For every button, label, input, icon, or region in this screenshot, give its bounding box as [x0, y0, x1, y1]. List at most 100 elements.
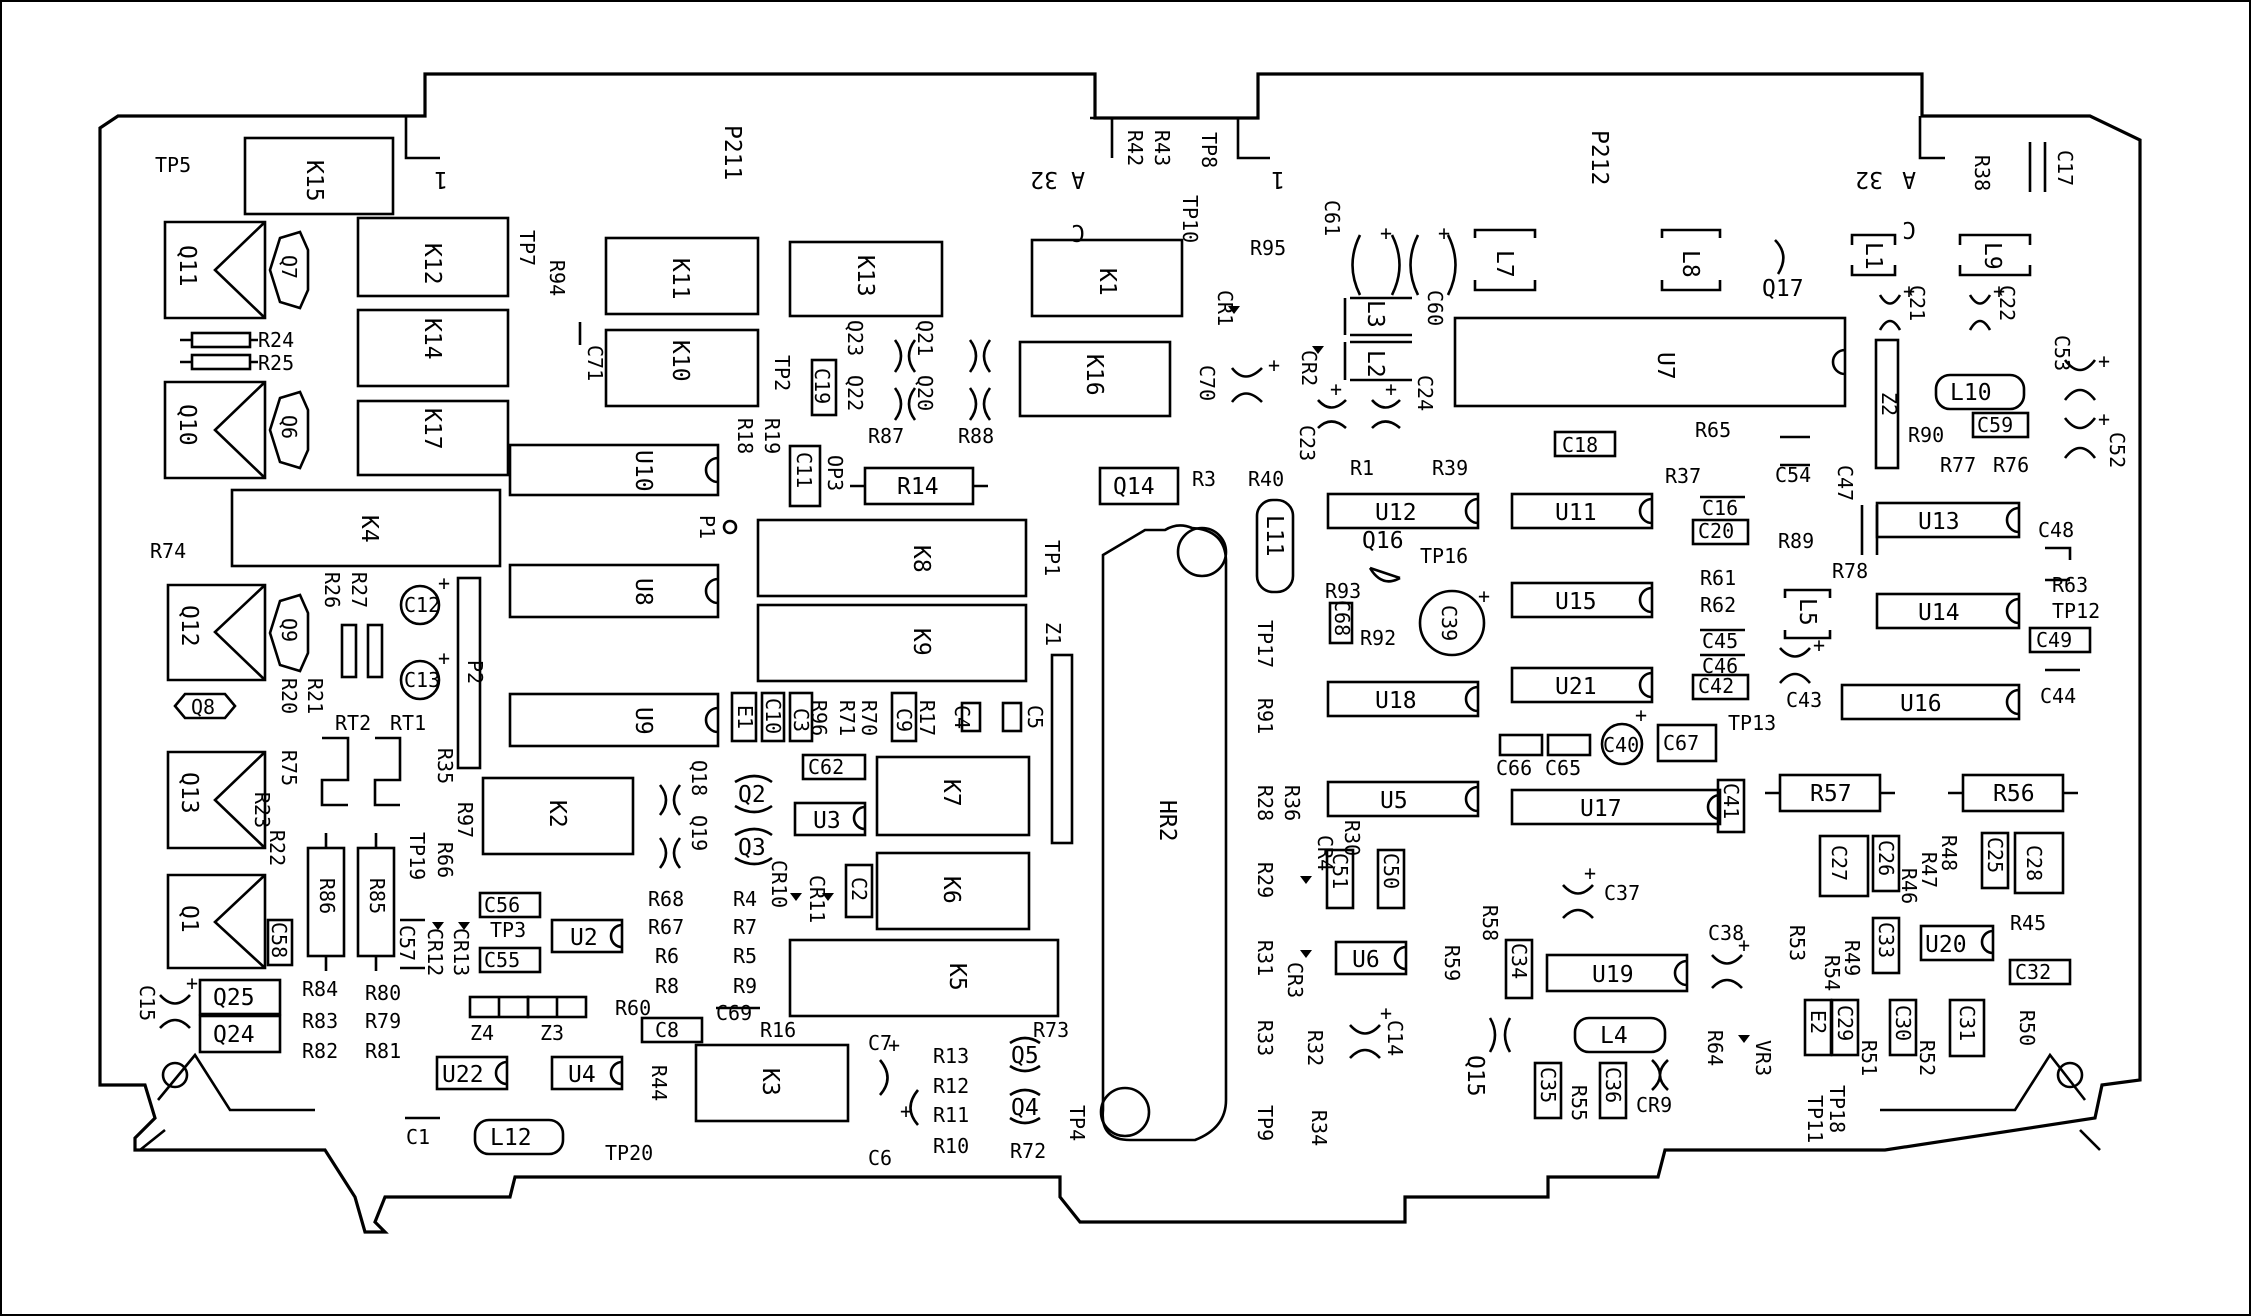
svg-text:U14: U14	[1918, 600, 1960, 626]
cap-c62: C62	[801, 753, 867, 781]
svg-text:+: +	[438, 571, 450, 595]
relay-k13: K13	[788, 240, 944, 318]
cap-c14: +C14	[1349, 1001, 1407, 1059]
diode-cr10: CR10	[767, 860, 802, 908]
svg-text:U2: U2	[570, 925, 598, 951]
svg-text:CR4: CR4	[1313, 835, 1337, 871]
label-r17: R17	[915, 700, 939, 736]
label-r31: R31	[1253, 940, 1277, 976]
svg-text:U19: U19	[1592, 962, 1634, 988]
svg-text:C59: C59	[1977, 413, 2013, 437]
cap-c9: C9	[890, 691, 918, 743]
svg-text:C49: C49	[2036, 628, 2072, 652]
label-r53: R53	[1785, 925, 1809, 961]
svg-text:K4: K4	[356, 515, 382, 543]
p212-shell	[1236, 116, 1945, 160]
svg-text:U16: U16	[1900, 691, 1942, 717]
svg-text:C16: C16	[1702, 496, 1738, 520]
label-r95: R95	[1250, 236, 1286, 260]
label-r32: R32	[1303, 1030, 1327, 1066]
svg-text:+: +	[1738, 933, 1750, 957]
svg-text:RT1: RT1	[390, 711, 426, 735]
svg-text:+: +	[1993, 279, 2005, 303]
resistor-r56: R56	[1948, 773, 2078, 813]
svg-text:+: +	[438, 646, 450, 670]
label-r19: R19	[760, 418, 784, 454]
svg-text:U3: U3	[813, 808, 841, 834]
svg-text:C41: C41	[1719, 783, 1743, 819]
label-r20: R20	[277, 678, 301, 714]
label-r13: R13	[933, 1044, 969, 1068]
ic-u3: U3	[793, 801, 867, 837]
label-r18: R18	[733, 418, 757, 454]
svg-text:+: +	[1268, 353, 1280, 377]
svg-text:U10: U10	[630, 450, 656, 492]
relay-k4: K4	[230, 488, 502, 568]
transistor-q17: Q17	[1762, 239, 1804, 302]
label-r59: R59	[1440, 945, 1464, 981]
ic-u2: U2	[550, 918, 624, 954]
svg-text:+: +	[1380, 1001, 1392, 1025]
svg-text:L5: L5	[1794, 598, 1820, 626]
svg-text:C43: C43	[1786, 688, 1822, 712]
label-r78: R78	[1832, 559, 1868, 583]
svg-text:C26: C26	[1874, 840, 1898, 876]
label-r60: R60	[615, 996, 651, 1020]
svg-text:C7: C7	[868, 1031, 892, 1055]
transistor-q23: Q23	[843, 320, 917, 373]
svg-text:C33: C33	[1874, 922, 1898, 958]
inductor-l4: L4	[1573, 1016, 1667, 1054]
label-r70: R70	[857, 700, 881, 736]
cap-c32: C32	[2008, 958, 2072, 986]
cap-c49: C49	[2028, 626, 2092, 654]
svg-text:C8: C8	[655, 1018, 679, 1042]
cap-c34: C34	[1504, 938, 1534, 1000]
label-r12: R12	[933, 1074, 969, 1098]
svg-text:Q9: Q9	[277, 618, 301, 642]
cap-c1: C1	[405, 1116, 440, 1149]
svg-text:C35: C35	[1536, 1067, 1560, 1103]
svg-text:C9: C9	[892, 708, 916, 732]
svg-text:R25: R25	[258, 351, 294, 375]
svg-text:C53: C53	[2050, 335, 2074, 371]
label-r1: R1	[1350, 456, 1374, 480]
svg-text:U9: U9	[630, 707, 656, 735]
svg-text:C12: C12	[404, 593, 440, 617]
svg-text:Q13: Q13	[176, 772, 202, 814]
svg-text:Q25: Q25	[213, 985, 255, 1011]
cap-c71: C71	[578, 322, 607, 381]
svg-text:+: +	[1438, 221, 1450, 245]
label-r22: R22	[265, 830, 289, 866]
cap-c23: +C23	[1295, 377, 1347, 461]
svg-text:Z1: Z1	[1041, 622, 1065, 646]
svg-text:C71: C71	[583, 345, 607, 381]
svg-text:C39: C39	[1437, 605, 1461, 641]
label-tp4: TP4	[1065, 1105, 1089, 1141]
svg-text:K8: K8	[908, 545, 934, 573]
svg-text:E1: E1	[733, 705, 757, 729]
cap-c51: C51	[1325, 848, 1355, 910]
resistor-r85: R85	[356, 833, 396, 971]
label-r34: R34	[1307, 1110, 1331, 1146]
relay-k2: K2	[481, 776, 635, 856]
transistor-q12: Q12	[166, 583, 267, 682]
label-r45: R45	[2010, 911, 2046, 935]
svg-text:U4: U4	[568, 1062, 596, 1088]
label-tp11: TP11	[1803, 1095, 1827, 1143]
label-r82: R82	[302, 1039, 338, 1063]
label-r10: R10	[933, 1134, 969, 1158]
ic-u18: U18	[1326, 680, 1480, 718]
svg-text:Q23: Q23	[843, 320, 867, 356]
svg-text:Q14: Q14	[1113, 474, 1155, 500]
label-r75: R75	[277, 750, 301, 786]
label-r76: R76	[1993, 453, 2029, 477]
label-r58: R58	[1478, 905, 1502, 941]
cap-c10: C10	[760, 691, 786, 743]
label-r88: R88	[958, 424, 994, 448]
svg-text:C30: C30	[1891, 1005, 1915, 1041]
svg-text:C66: C66	[1496, 756, 1532, 780]
svg-text:Q2: Q2	[738, 782, 766, 808]
ic-u19: U19	[1545, 953, 1689, 993]
relay-k14: K14	[356, 308, 510, 388]
